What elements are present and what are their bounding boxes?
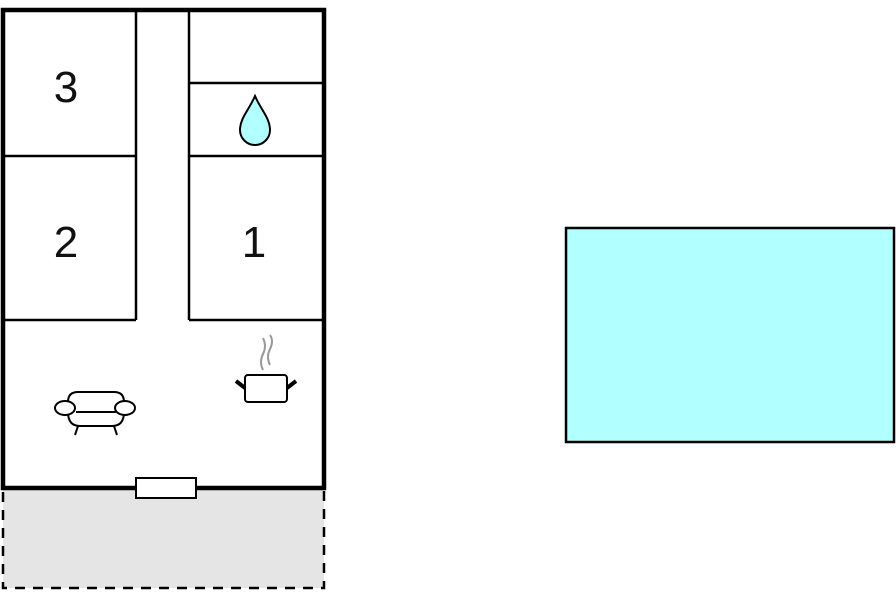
terrace <box>1 486 326 590</box>
interior-walls <box>3 10 324 322</box>
water-drop-icon <box>238 93 272 146</box>
room-label-3: 3 <box>54 63 78 112</box>
sofa-icon <box>54 391 136 436</box>
room-label-2: 2 <box>54 218 78 267</box>
entrance-door <box>135 477 197 499</box>
room-label-1: 1 <box>242 218 266 267</box>
house-outline <box>0 7 327 491</box>
cooking-pot-icon <box>234 334 298 403</box>
swimming-pool <box>564 226 896 444</box>
